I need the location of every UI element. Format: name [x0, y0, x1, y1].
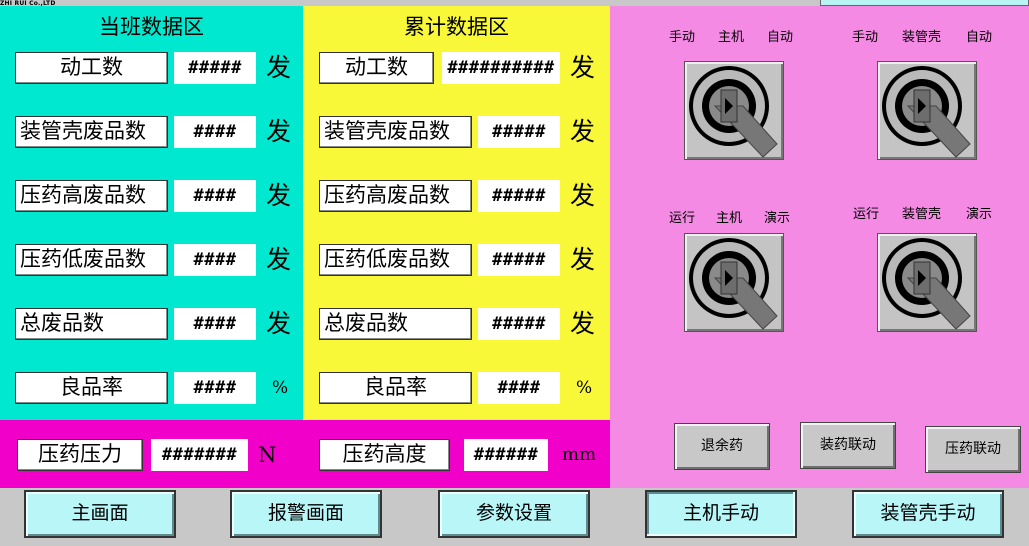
pressure-unit: N	[258, 443, 277, 467]
shift-unit-press-high-reject: 发	[266, 181, 292, 210]
cumulative-unit-yield: %	[576, 378, 593, 398]
shift-unit-start-count: 发	[266, 53, 292, 82]
shift-value-press-low-reject: ####	[174, 244, 256, 276]
switch1-label-left: 手动	[669, 30, 696, 45]
rotary-selector-icon	[882, 66, 971, 158]
height-value: ######	[464, 439, 548, 471]
cumulative-label-shell-reject: 装管壳废品数	[319, 116, 472, 148]
switch4-label-center: 装管壳	[902, 207, 942, 222]
shift-value-start-count: #####	[174, 52, 256, 84]
switch3-label-right: 演示	[764, 211, 791, 226]
host-manual-button[interactable]: 主机手动	[645, 490, 797, 538]
cumulative-label-press-low-reject: 压药低废品数	[319, 244, 472, 276]
shift-label-total-reject: 总废品数	[15, 308, 168, 340]
cumulative-value-shell-reject: #####	[478, 116, 560, 148]
cumulative-unit-press-low-reject: 发	[570, 245, 596, 274]
shift-value-press-high-reject: ####	[174, 180, 256, 212]
parameter-settings-button[interactable]: 参数设置	[438, 490, 590, 538]
shift-unit-press-low-reject: 发	[266, 245, 292, 274]
cumulative-unit-total-reject: 发	[570, 309, 596, 338]
cumulative-value-yield: ####	[478, 372, 560, 404]
cumulative-value-start-count: ##########	[442, 52, 560, 84]
switch1-label-center: 主机	[718, 30, 745, 45]
rotary-selector-icon	[882, 238, 971, 330]
cumulative-value-press-high-reject: #####	[478, 180, 560, 212]
shift-value-total-reject: ####	[174, 308, 256, 340]
shift-label-shell-reject: 装管壳废品数	[15, 116, 168, 148]
shift-unit-shell-reject: 发	[266, 117, 292, 146]
shift-value-shell-reject: ####	[174, 116, 256, 148]
height-label: 压药高度	[319, 439, 450, 471]
cumulative-unit-shell-reject: 发	[570, 117, 596, 146]
press-link-button[interactable]: 压药联动	[925, 426, 1021, 473]
company-brand: ZHI RUI Co.,LTD	[0, 0, 56, 7]
cumulative-value-total-reject: #####	[478, 308, 560, 340]
host-run-switch[interactable]	[684, 233, 784, 332]
return-powder-button[interactable]: 退余药	[674, 423, 770, 470]
shell-run-switch[interactable]	[877, 233, 977, 332]
shift-label-press-low-reject: 压药低废品数	[15, 244, 168, 276]
rotary-selector-icon	[689, 66, 778, 158]
pressure-value: #######	[151, 439, 248, 471]
shift-unit-yield: %	[272, 378, 289, 398]
shell-manual-button[interactable]: 装管壳手动	[852, 490, 1004, 538]
shift-label-start-count: 动工数	[15, 52, 168, 84]
switch1-label-right: 自动	[767, 30, 794, 45]
cumulative-label-start-count: 动工数	[319, 52, 434, 84]
shift-value-yield: ####	[174, 372, 256, 404]
shift-title: 当班数据区	[99, 15, 204, 39]
cumulative-unit-press-high-reject: 发	[570, 181, 596, 210]
cumulative-label-total-reject: 总废品数	[319, 308, 472, 340]
switch3-label-center: 主机	[716, 211, 743, 226]
switch2-label-right: 自动	[966, 30, 993, 45]
pressure-label: 压药压力	[17, 439, 143, 471]
rotary-selector-icon	[689, 238, 778, 330]
host-mode-switch[interactable]	[684, 61, 784, 160]
cumulative-unit-start-count: 发	[570, 53, 596, 82]
switch2-label-center: 装管壳	[902, 30, 942, 45]
cumulative-label-yield: 良品率	[319, 372, 472, 404]
shift-unit-total-reject: 发	[266, 309, 292, 338]
shell-mode-switch[interactable]	[877, 61, 977, 160]
shift-label-press-high-reject: 压药高废品数	[15, 180, 168, 212]
height-unit: mm	[562, 444, 597, 465]
shift-label-yield: 良品率	[15, 372, 168, 404]
cumulative-title: 累计数据区	[404, 15, 509, 39]
switch2-label-left: 手动	[852, 30, 879, 45]
cumulative-label-press-high-reject: 压药高废品数	[319, 180, 472, 212]
switch4-label-right: 演示	[966, 207, 993, 222]
alarm-screen-button[interactable]: 报警画面	[230, 490, 382, 538]
switch3-label-left: 运行	[669, 211, 696, 226]
charge-link-button[interactable]: 装药联动	[800, 422, 896, 469]
switch4-label-left: 运行	[853, 207, 880, 222]
cumulative-value-press-low-reject: #####	[478, 244, 560, 276]
main-screen-button[interactable]: 主画面	[24, 490, 176, 538]
